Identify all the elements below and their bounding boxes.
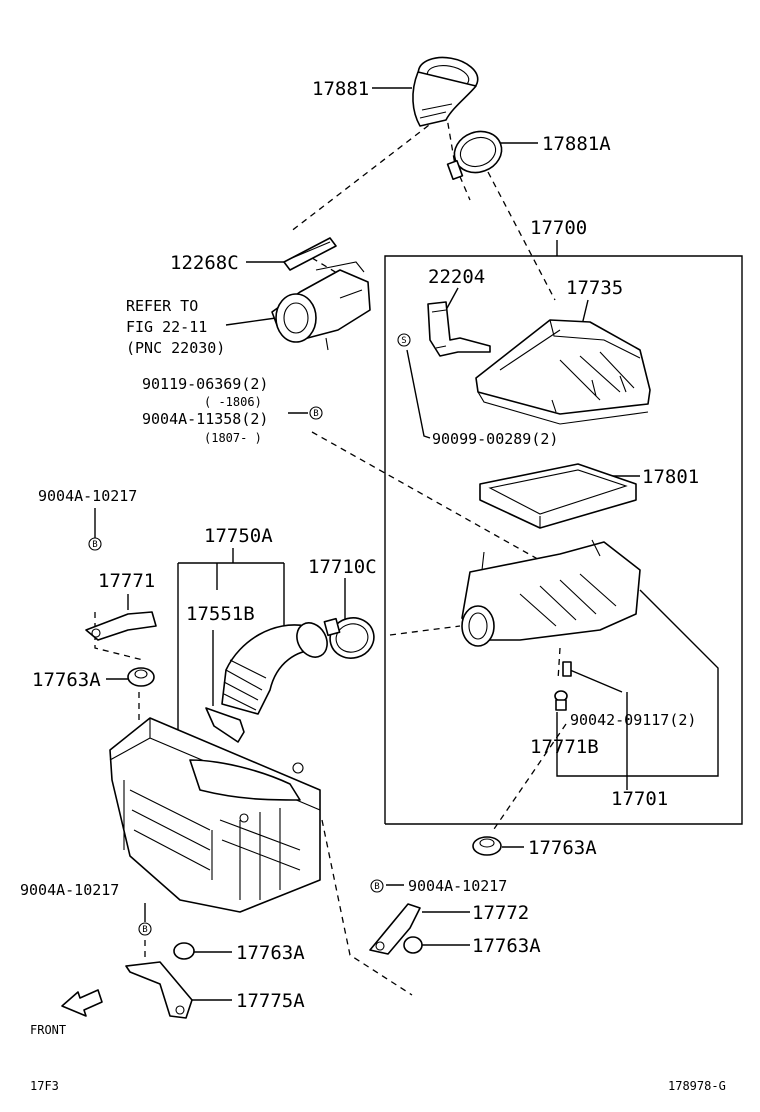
label-front: FRONT — [30, 1023, 66, 1037]
label-refer-line2: FIG 22-11 — [126, 318, 207, 336]
svg-text:B: B — [142, 925, 147, 935]
label-17771B: 17771B — [530, 736, 599, 758]
label-90099-00289: 90099-00289(2) — [432, 430, 558, 448]
symbol-b-right: B — [370, 879, 384, 893]
label-17763A-right: 17763A — [472, 935, 541, 957]
bracket-17701 — [556, 589, 719, 790]
label-22204: 22204 — [428, 266, 485, 288]
label-17763A-bottom: 17763A — [236, 942, 305, 964]
label-17775A: 17775A — [236, 990, 305, 1012]
label-17763A-case: 17763A — [528, 837, 597, 859]
label-9004A-11358: 9004A-11358(2) — [142, 410, 268, 428]
assembly-dashed-lines — [94, 111, 576, 996]
label-refer-line1: REFER TO — [126, 297, 198, 315]
svg-text:B: B — [374, 882, 379, 892]
label-17881: 17881 — [312, 78, 369, 100]
symbol-b-upper: B — [309, 406, 323, 420]
label-17750A: 17750A — [204, 525, 273, 547]
symbol-s: S — [397, 333, 411, 347]
symbol-b-lower: B — [138, 922, 152, 936]
label-17701: 17701 — [611, 788, 668, 810]
hose-band-17551B — [205, 707, 245, 743]
grommet-17763A-left — [127, 667, 155, 687]
label-refer-line3: (PNC 22030) — [126, 339, 225, 357]
label-17710C: 17710C — [308, 556, 377, 578]
svg-text:B: B — [92, 540, 97, 550]
svg-text:B: B — [313, 409, 318, 419]
bolt-90042 — [562, 661, 572, 677]
grommet-17763A-bottom — [173, 942, 195, 960]
label-17771: 17771 — [98, 570, 155, 592]
assembly-17700-box — [384, 240, 743, 825]
page-code: 17F3 — [30, 1079, 59, 1093]
label-17735: 17735 — [566, 277, 623, 299]
hose-clamp-17710C — [323, 617, 375, 659]
intake-hose-17750A — [221, 622, 328, 715]
grommet-17763A-case — [472, 836, 502, 856]
leader-lines — [94, 87, 640, 1001]
symbol-b-left: B — [88, 537, 102, 551]
label-9004A-10217-bottom: 9004A-10217 — [20, 881, 119, 899]
bracket-17775A — [125, 961, 193, 1019]
gasket-12268C — [283, 237, 337, 271]
note-1807: (1807- ) — [204, 431, 262, 445]
label-90042-09117: 90042-09117(2) — [570, 711, 696, 729]
air-cleaner-cap-17735 — [475, 319, 651, 425]
label-12268C: 12268C — [170, 252, 239, 274]
label-9004A-10217-right: 9004A-10217 — [408, 877, 507, 895]
label-17881A: 17881A — [542, 133, 611, 155]
label-17700: 17700 — [530, 217, 587, 239]
note-1806: ( -1806) — [204, 395, 262, 409]
grommet-17763A-right — [403, 936, 423, 954]
throttle-body-reference — [271, 261, 371, 351]
grommet-17771B — [554, 690, 568, 711]
hose-clamp-17881A — [446, 130, 503, 181]
air-cleaner-case-lower — [461, 539, 641, 647]
label-17772: 17772 — [472, 902, 529, 924]
filter-element-17801 — [479, 463, 637, 529]
label-17763A-left: 17763A — [32, 669, 101, 691]
label-9004A-10217-top: 9004A-10217 — [38, 487, 137, 505]
bracket-17772 — [369, 903, 421, 955]
bracket-17750A — [177, 548, 285, 742]
label-17801: 17801 — [642, 466, 699, 488]
part-labels: 17881 17881A 17700 12268C 22204 17735 RE… — [20, 78, 726, 1093]
label-17551B: 17551B — [186, 603, 255, 625]
bracket-17771 — [85, 611, 157, 641]
intake-inlet-duct-17881 — [412, 56, 479, 127]
label-90119-06369: 90119-06369(2) — [142, 375, 268, 393]
resonator-assembly — [109, 717, 321, 913]
drawing-number: 178978-G — [668, 1079, 726, 1093]
front-arrow-icon — [61, 989, 103, 1017]
mass-air-flow-meter-22204 — [427, 301, 491, 357]
svg-text:S: S — [401, 336, 406, 346]
